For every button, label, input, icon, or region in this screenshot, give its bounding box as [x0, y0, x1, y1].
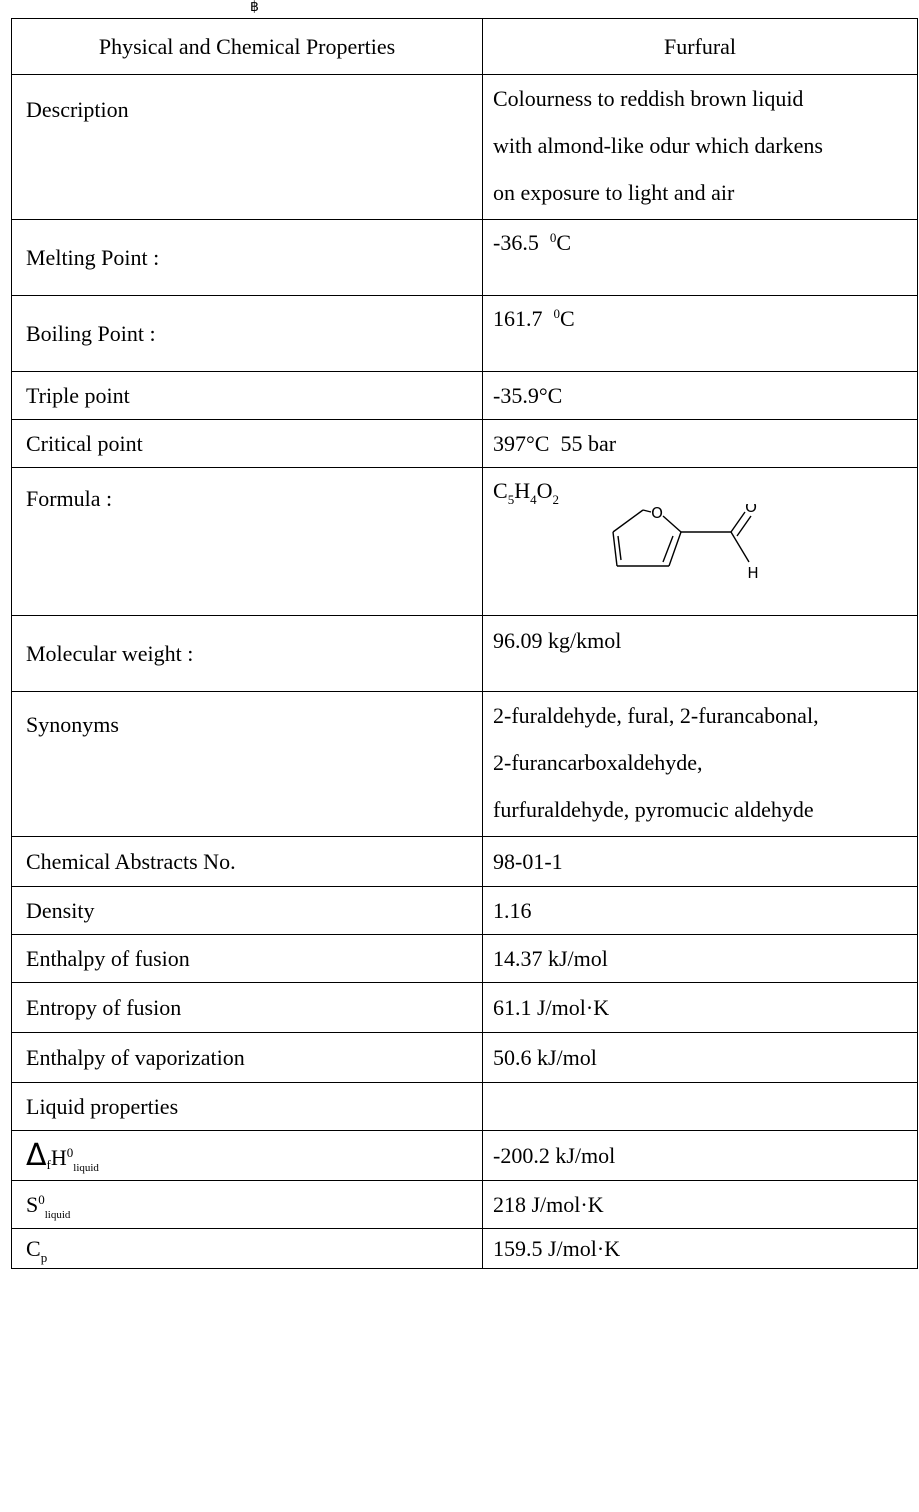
- s0-value: 218 J/mol·K: [482, 1180, 918, 1229]
- header-col1: Physical and Chemical Properties: [11, 18, 483, 75]
- formula-h-sub: 4: [530, 492, 537, 507]
- row-formula: Formula : C5H4O2 O: [11, 467, 918, 616]
- label-description: Description: [26, 97, 129, 122]
- s0-sup: 0: [38, 1191, 45, 1207]
- label-cp: Cp: [11, 1228, 483, 1269]
- label-formula: Formula :: [11, 467, 483, 616]
- formula-text: C5H4O2: [493, 478, 917, 507]
- boiling-value: 161.7: [493, 306, 543, 331]
- s0-sub: liquid: [44, 1208, 71, 1221]
- cp-value: 159.5 J/mol·K: [482, 1228, 918, 1269]
- melting-unit: C: [556, 230, 572, 255]
- dfh-sub-f: f: [46, 1157, 51, 1172]
- label-entropy-fusion: Entropy of fusion: [11, 982, 483, 1033]
- formula-c-sub: 5: [507, 492, 515, 507]
- label-molecular-weight: Molecular weight :: [11, 615, 483, 692]
- row-critical-point: Critical point 397°C 55 bar: [11, 419, 918, 468]
- critical-value: 397°C 55 bar: [482, 419, 918, 468]
- label-melting-point: Melting Point :: [11, 219, 483, 296]
- label-liquid-properties: Liquid properties: [11, 1082, 483, 1131]
- melting-value: -36.5: [493, 230, 539, 255]
- label-critical-point: Critical point: [11, 419, 483, 468]
- row-enthalpy-vaporization: Enthalpy of vaporization 50.6 kJ/mol: [11, 1032, 918, 1083]
- row-s0-liquid: S0liquid 218 J/mol·K: [11, 1180, 918, 1229]
- row-liquid-properties: Liquid properties: [11, 1082, 918, 1131]
- cp-sub: p: [40, 1249, 48, 1265]
- formula-h: H: [514, 478, 531, 503]
- row-dfh-liquid: ΔfH0 liquid -200.2 kJ/mol: [11, 1130, 918, 1181]
- formula-c: C: [493, 478, 508, 503]
- row-melting-point: Melting Point : -36.5 0C: [11, 219, 918, 296]
- top-mark: ฿: [250, 0, 259, 15]
- label-triple-point: Triple point: [11, 371, 483, 420]
- row-description: Description Colourness to reddish brown …: [11, 74, 918, 220]
- label-dfh-liquid: ΔfH0 liquid: [11, 1130, 483, 1181]
- hydrogen-label: H: [747, 564, 758, 582]
- s0-main: S: [26, 1191, 39, 1217]
- row-density: Density 1.16: [11, 886, 918, 935]
- row-cp: Cp 159.5 J/mol·K: [11, 1228, 918, 1269]
- synonyms-line-1: 2-furaldehyde, fural, 2-furancabonal,: [493, 703, 819, 728]
- melting-sup: 0: [549, 230, 557, 245]
- row-molecular-weight: Molecular weight : 96.09 kg/kmol: [11, 615, 918, 692]
- furfural-structure: O O H: [612, 504, 759, 582]
- synonyms-line-3: furfuraldehyde, pyromucic aldehyde: [493, 797, 814, 822]
- boiling-sup: 0: [553, 306, 561, 321]
- dfh-value: -200.2 kJ/mol: [482, 1130, 918, 1181]
- ring-oxygen-label: O: [651, 504, 663, 522]
- formula-o: O: [536, 478, 553, 503]
- row-enthalpy-fusion: Enthalpy of fusion 14.37 kJ/mol: [11, 934, 918, 983]
- cp-main: C: [26, 1235, 41, 1261]
- label-s0-liquid: S0liquid: [11, 1180, 483, 1229]
- label-enthalpy-fusion: Enthalpy of fusion: [11, 934, 483, 983]
- density-value: 1.16: [482, 886, 918, 935]
- liquid-properties-value: [482, 1082, 918, 1131]
- row-entropy-fusion: Entropy of fusion 61.1 J/mol·K: [11, 982, 918, 1033]
- molweight-value: 96.09 kg/kmol: [482, 615, 918, 692]
- properties-table: Physical and Chemical Properties Furfura…: [11, 18, 918, 1269]
- label-density: Density: [11, 886, 483, 935]
- header-row: Physical and Chemical Properties Furfura…: [11, 18, 918, 75]
- dfh-sub: liquid: [73, 1162, 99, 1174]
- synonyms-line-2: 2-furancarboxaldehyde,: [493, 750, 703, 775]
- delta-symbol: Δ: [26, 1138, 47, 1173]
- enthalpy-fusion-value: 14.37 kJ/mol: [482, 934, 918, 983]
- description-line-3: on exposure to light and air: [493, 180, 735, 205]
- dfh-sup: 0: [66, 1145, 74, 1160]
- row-triple-point: Triple point -35.9°C: [11, 371, 918, 420]
- row-boiling-point: Boiling Point : 161.7 0C: [11, 295, 918, 372]
- description-line-1: Colourness to reddish brown liquid: [493, 86, 804, 111]
- label-cas: Chemical Abstracts No.: [11, 836, 483, 887]
- entropy-fusion-value: 61.1 J/mol·K: [482, 982, 918, 1033]
- carbonyl-oxygen-label: O: [745, 504, 757, 516]
- enthalpy-vaporization-value: 50.6 kJ/mol: [482, 1032, 918, 1083]
- row-cas: Chemical Abstracts No. 98-01-1: [11, 836, 918, 887]
- label-enthalpy-vaporization: Enthalpy of vaporization: [11, 1032, 483, 1083]
- formula-o-sub: 2: [552, 492, 559, 507]
- boiling-unit: C: [560, 306, 575, 331]
- row-synonyms: Synonyms 2-furaldehyde, fural, 2-furanca…: [11, 691, 918, 837]
- dfh-main: H: [50, 1145, 67, 1170]
- label-boiling-point: Boiling Point :: [11, 295, 483, 372]
- description-line-2: with almond-like odur which darkens: [493, 133, 823, 158]
- header-col2: Furfural: [482, 18, 918, 75]
- cas-value: 98-01-1: [482, 836, 918, 887]
- triple-value: -35.9°C: [482, 371, 918, 420]
- label-synonyms: Synonyms: [26, 712, 119, 737]
